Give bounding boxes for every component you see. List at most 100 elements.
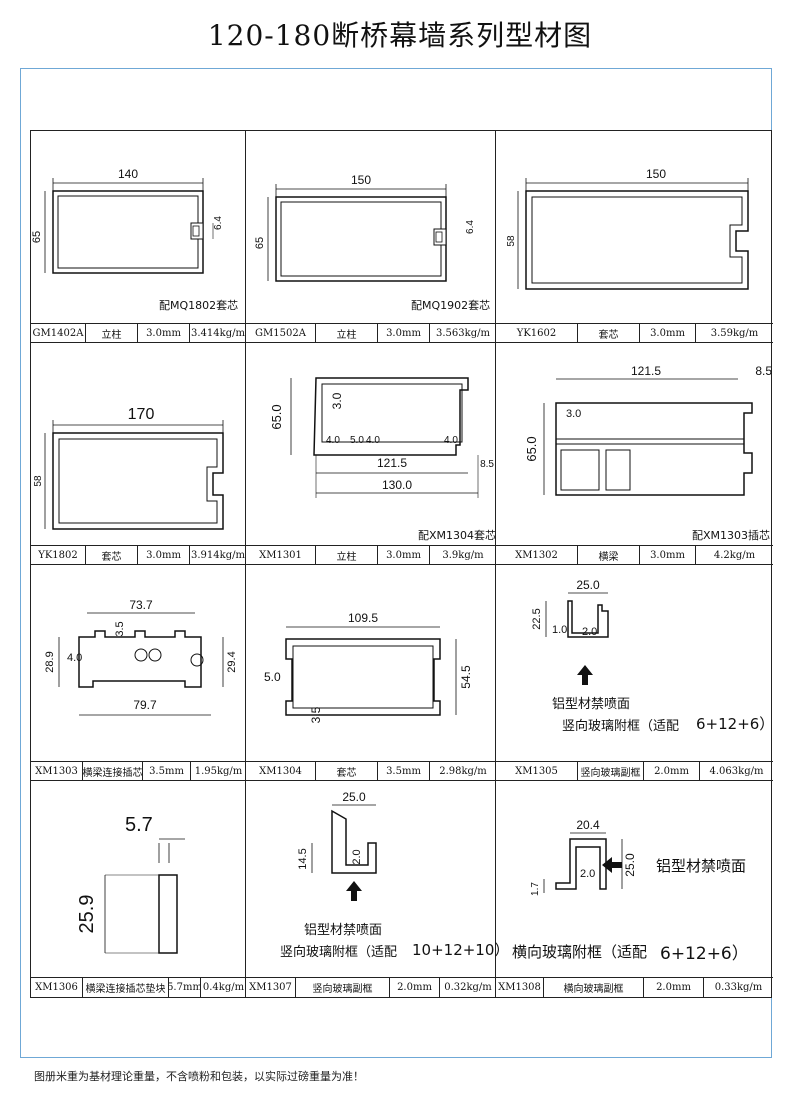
spec-weight: 0.33kg/m	[714, 982, 763, 993]
dim-wall: 2.0	[580, 868, 595, 880]
spec-name: 立柱	[316, 546, 378, 565]
profile-cell-yk1802: 170 58 YK1802 套芯 3.0mm 3.914kg/m	[31, 343, 246, 565]
dim-slot: 6.4	[465, 220, 476, 234]
dim-wall: 3.5	[114, 621, 126, 636]
profile-cell-gm1402a: 140 65 6.4 配MQ1802套芯 GM1402A 立柱 3.0mm 3.…	[31, 131, 246, 343]
dim-height: 65.0	[269, 404, 284, 429]
profile-drawing-xm1305: 25.0 1.0 2.0 22.5	[531, 578, 609, 685]
dim-wall: 2.0	[351, 849, 363, 864]
spec-name: 横梁	[578, 546, 640, 565]
spec-row: XM1305 竖向玻璃副框 2.0mm 4.063kg/m	[496, 761, 773, 781]
dim-bottom-wall: 3.5	[309, 706, 323, 723]
profile-note: 铝型材禁喷面	[304, 923, 383, 938]
profile-drawing-xm1306: 5.7 25.9	[76, 814, 185, 954]
dim-bottom-width: 79.7	[133, 698, 157, 712]
profile-note-2: 横向玻璃附框（适配	[512, 943, 648, 961]
spec-weight: 3.414kg/m	[191, 328, 245, 339]
profile-note: 铝型材禁喷面	[656, 857, 747, 875]
dim-flange: 8.5	[480, 459, 494, 470]
dim-inner-b: 4.0	[366, 435, 380, 446]
dim-side-wall: 5.0	[264, 670, 281, 684]
dim-height: 65	[254, 237, 266, 249]
dim-height: 58	[506, 235, 517, 247]
profile-note: 配XM1304套芯	[418, 529, 497, 542]
profile-note-2-spec: 10+12+10）	[412, 941, 510, 959]
spec-row: XM1303 横梁连接插芯 3.5mm 1.95kg/m	[31, 761, 246, 781]
spec-name: 竖向玻璃副框	[296, 978, 390, 997]
dim-width: 25.0	[342, 790, 366, 804]
spec-code: GM1402A	[31, 324, 86, 343]
dim-top-wall: 3.0	[566, 408, 581, 420]
spec-thickness: 3.0mm	[138, 546, 190, 565]
spec-thickness: 3.0mm	[378, 324, 430, 343]
spec-weight: 3.914kg/m	[191, 550, 245, 561]
profile-drawing-xm1301: 65.0 3.0 4.0 5.0 4.0 4.0 121.5 8.5 130.0	[269, 377, 494, 498]
profile-note: 铝型材禁喷面	[552, 697, 631, 712]
dim-lip: 1.7	[530, 882, 541, 896]
profile-note-2-spec: 6+12+6）	[696, 715, 775, 733]
spec-weight: 0.4kg/m	[202, 982, 245, 993]
profile-cell-xm1305: 25.0 1.0 2.0 22.5 铝型材禁喷面 竖向玻璃附框（适配 6+12+…	[496, 565, 775, 781]
dim-width: 150	[646, 167, 666, 181]
profile-drawing-gm1402a: 140 65 6.4	[31, 167, 224, 274]
profile-note: 配MQ1902套芯	[411, 299, 491, 312]
dim-width: 109.5	[348, 611, 378, 625]
spec-weight: 1.95kg/m	[194, 766, 243, 777]
dim-slot: 6.4	[213, 216, 224, 230]
dim-thickness: 5.7	[125, 814, 153, 836]
spec-name: 立柱	[86, 324, 138, 343]
spec-code: XM1306	[31, 978, 83, 997]
spec-thickness: 2.0mm	[390, 978, 440, 997]
spec-thickness: 3.5mm	[143, 762, 191, 781]
profile-drawing-xm1304: 109.5 5.0 3.5 54.5	[264, 611, 473, 723]
spec-name: 竖向玻璃副框	[578, 762, 644, 781]
spec-code: XM1303	[31, 762, 83, 781]
dim-flange: 8.5	[755, 364, 772, 378]
spec-thickness: 3.0mm	[640, 546, 696, 565]
profile-cell-xm1302: 121.5 8.5 3.0 65.0 配XM1303插芯 XM1302 横梁 3…	[496, 343, 773, 565]
dim-inner-width: 121.5	[377, 456, 407, 470]
profile-drawing-yk1602: 150 58	[506, 167, 749, 290]
spec-code: XM1304	[246, 762, 316, 781]
dim-height: 54.5	[459, 665, 473, 689]
spec-row: XM1304 套芯 3.5mm 2.98kg/m	[246, 761, 496, 781]
spec-name: 横向玻璃副框	[544, 978, 644, 997]
profile-note-2-spec: 6+12+6）	[660, 944, 749, 964]
profile-note-2: 竖向玻璃附框（适配	[562, 719, 680, 734]
spec-row: XM1307 竖向玻璃副框 2.0mm 0.32kg/m	[246, 977, 496, 997]
spec-weight: 4.063kg/m	[709, 766, 764, 777]
dim-height: 14.5	[297, 848, 309, 869]
spec-weight: 0.32kg/m	[444, 982, 492, 993]
spec-row: YK1802 套芯 3.0mm 3.914kg/m	[31, 545, 246, 565]
spec-thickness: 3.0mm	[378, 546, 430, 565]
spec-code: XM1307	[246, 978, 296, 997]
spec-row: GM1502A 立柱 3.0mm 3.563kg/m	[246, 323, 496, 343]
dim-right-height: 29.4	[226, 651, 238, 672]
spec-code: XM1305	[496, 762, 578, 781]
dim-height: 65	[31, 231, 43, 243]
dim-wall: 2.0	[582, 626, 597, 638]
dim-height: 22.5	[531, 608, 543, 629]
profile-cell-yk1602: 150 58 YK1602 套芯 3.0mm 3.59kg/m	[496, 131, 773, 343]
profile-drawing-xm1302: 121.5 8.5 3.0 65.0	[524, 364, 772, 496]
spec-name: 套芯	[316, 762, 378, 781]
spec-thickness: 3.5mm	[378, 762, 430, 781]
spec-thickness: 3.0mm	[640, 324, 696, 343]
dim-height: 25.0	[623, 853, 637, 877]
dim-height: 25.9	[76, 895, 98, 934]
profile-note: 配MQ1802套芯	[159, 299, 239, 312]
spec-weight: 3.563kg/m	[436, 328, 490, 339]
profile-drawing-yk1802: 170 58	[33, 406, 224, 530]
dim-width: 121.5	[631, 364, 661, 378]
dim-lip: 1.0	[552, 624, 567, 636]
dim-left-height: 28.9	[44, 651, 56, 672]
dim-width: 140	[118, 167, 138, 181]
dim-width: 20.4	[576, 818, 600, 832]
profile-drawing-xm1308: 20.4 1.7 2.0 25.0	[530, 818, 637, 896]
spec-name: 套芯	[578, 324, 640, 343]
spec-name: 横梁连接插芯垫块	[83, 978, 169, 997]
profile-cell-xm1307: 25.0 14.5 2.0 铝型材禁喷面 竖向玻璃附框（适配 10+12+10）…	[246, 781, 509, 997]
profile-drawing-xm1307: 25.0 14.5 2.0	[297, 790, 377, 901]
spec-weight: 2.98kg/m	[439, 766, 487, 777]
dim-left-gap: 4.0	[326, 435, 340, 446]
